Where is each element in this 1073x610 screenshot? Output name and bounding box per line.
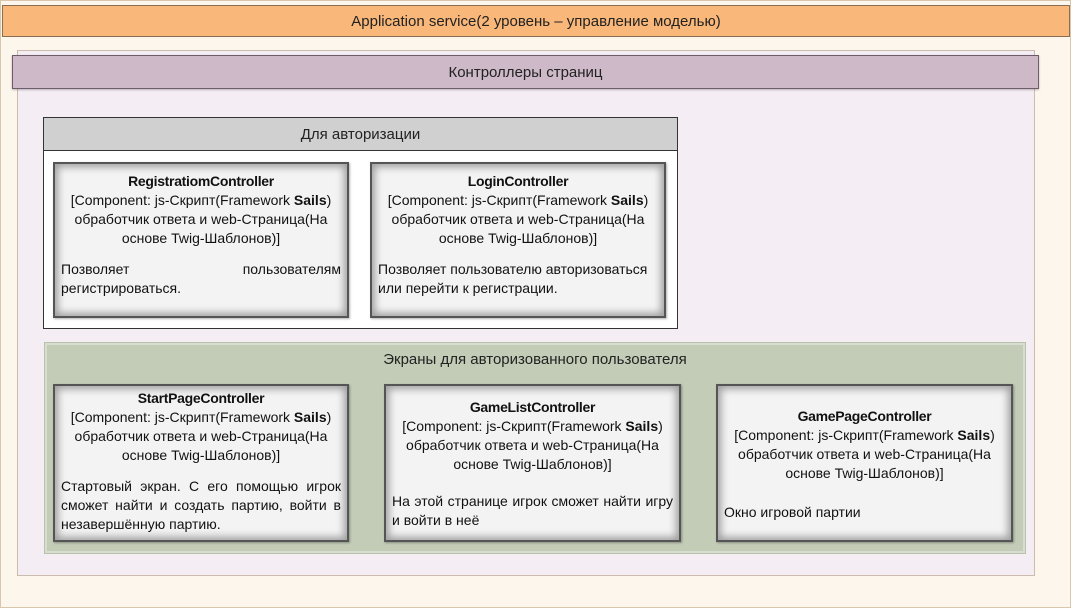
component-description: На этой странице игрок сможет найти игру… [392, 493, 673, 528]
tech-framework: Sails [610, 192, 644, 208]
component-description: Позволяет пользователям регистрироваться… [61, 260, 341, 298]
authorization-group-label: Для авторизации [300, 125, 421, 143]
page-controllers-bar: Контроллеры страниц [12, 55, 1039, 89]
component-title: LoginController [467, 173, 569, 189]
registration-controller-component: RegistratiomController [Component: js-Ск… [53, 162, 349, 318]
tech-suffix: ) обработчик ответа и web-Страница(На ос… [738, 427, 995, 481]
login-controller-component: LoginController [Component: js-Скрипт(Fr… [370, 162, 666, 318]
tech-framework: Sails [293, 409, 327, 425]
component-technology: [Component: js-Скрипт(Framework Sails) о… [392, 417, 673, 474]
component-technology: [Component: js-Скрипт(Framework Sails) о… [724, 426, 1005, 483]
tech-prefix: [Component: js-Скрипт(Framework [70, 192, 294, 208]
application-service-layer-bar: Application service(2 уровень – управлен… [2, 5, 1070, 37]
component-title: GamePageController [797, 408, 932, 424]
tech-framework: Sails [957, 427, 991, 443]
authorized-user-screens-label: Экраны для авторизованного пользователя [383, 350, 687, 368]
tech-prefix: [Component: js-Скрипт(Framework [387, 192, 611, 208]
component-technology: [Component: js-Скрипт(Framework Sails) о… [61, 191, 341, 248]
tech-framework: Sails [625, 418, 659, 434]
tech-suffix: ) обработчик ответа и web-Страница(На ос… [74, 409, 332, 463]
game-page-controller-component: GamePageController [Component: js-Скрипт… [716, 384, 1013, 542]
authorized-user-screens-header: Экраны для авторизованного пользователя [45, 346, 1025, 372]
component-title: RegistratiomController [128, 173, 274, 189]
component-technology: [Component: js-Скрипт(Framework Sails) о… [378, 191, 658, 248]
tech-suffix: ) обработчик ответа и web-Страница(На ос… [74, 192, 332, 246]
description-line: Позволяет пользователям [61, 261, 341, 277]
tech-prefix: [Component: js-Скрипт(Framework [402, 418, 626, 434]
start-page-controller-component: StartPageController [Component: js-Скрип… [53, 384, 349, 542]
authorization-group-header: Для авторизации [44, 118, 677, 151]
game-list-controller-component: GameListController [Component: js-Скрипт… [384, 384, 681, 542]
page-controllers-label: Контроллеры страниц [448, 63, 603, 81]
component-description: Стартовый экран. С его помощью игрок смо… [61, 478, 341, 532]
tech-framework: Sails [293, 192, 327, 208]
component-description: Позволяет пользователю авторизоваться ил… [378, 261, 648, 296]
tech-prefix: [Component: js-Скрипт(Framework [70, 409, 294, 425]
component-title: GameListController [469, 399, 596, 415]
tech-suffix: ) обработчик ответа и web-Страница(На ос… [391, 192, 649, 246]
description-line: регистрироваться. [61, 280, 182, 296]
application-service-label: Application service(2 уровень – управлен… [351, 12, 721, 30]
component-description: Окно игровой партии [724, 504, 861, 520]
tech-suffix: ) обработчик ответа и web-Страница(На ос… [406, 418, 663, 472]
tech-prefix: [Component: js-Скрипт(Framework [734, 427, 958, 443]
component-technology: [Component: js-Скрипт(Framework Sails) о… [61, 408, 341, 465]
component-title: StartPageController [137, 390, 265, 406]
